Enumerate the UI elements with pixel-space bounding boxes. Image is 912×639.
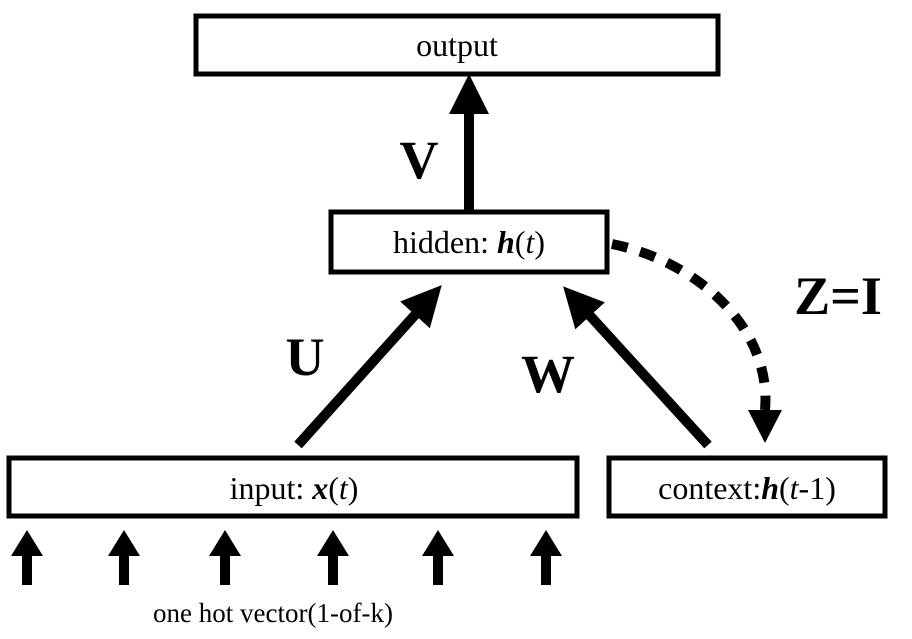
input-prefix: input: xyxy=(230,470,313,506)
hidden-var: h xyxy=(497,224,515,260)
input-close-paren: ) xyxy=(348,470,359,506)
one-hot-arrow-4 xyxy=(317,530,349,585)
edge-u-label: U xyxy=(286,327,325,387)
hidden-box xyxy=(328,209,610,275)
hidden-prefix: hidden: xyxy=(393,224,497,260)
context-node: context:h(t-1) xyxy=(606,455,888,519)
context-arg: t xyxy=(790,470,800,506)
input-label: input: x(t) xyxy=(230,470,359,506)
input-open-paren: ( xyxy=(328,470,339,506)
input-node: input: x(t) xyxy=(6,455,580,519)
input-box xyxy=(6,455,580,519)
context-box xyxy=(606,455,888,519)
input-var: x xyxy=(311,470,328,506)
one-hot-arrow-3 xyxy=(209,530,241,585)
hidden-node: hidden: h(t) xyxy=(328,209,610,275)
output-box xyxy=(193,13,721,77)
output-node: output xyxy=(193,13,721,77)
one-hot-arrow-6 xyxy=(530,530,562,585)
hidden-close-paren: ) xyxy=(534,224,545,260)
output-label: output xyxy=(416,27,498,63)
edge-w-arrow xyxy=(563,286,712,449)
context-prefix: context: xyxy=(658,470,761,506)
edge-w-label: W xyxy=(521,344,575,404)
one-hot-arrow-2 xyxy=(108,530,140,585)
context-close-paren: ) xyxy=(825,470,836,506)
edge-u-arrow xyxy=(294,285,442,449)
one-hot-arrow-1 xyxy=(11,530,43,585)
edge-z-label: Z=I xyxy=(794,266,882,326)
edge-v-label: V xyxy=(400,130,439,190)
context-open-paren: ( xyxy=(779,470,790,506)
hidden-arg: t xyxy=(525,224,535,260)
one-hot-caption: one hot vector(1-of-k) xyxy=(153,598,393,628)
one-hot-arrows xyxy=(11,530,562,585)
input-arg: t xyxy=(339,470,349,506)
one-hot-arrow-5 xyxy=(422,530,454,585)
edge-z-arrowhead xyxy=(748,410,782,443)
edge-z-arrow xyxy=(610,239,771,411)
hidden-open-paren: ( xyxy=(515,224,526,260)
context-label: context:h(t-1) xyxy=(658,470,836,506)
hidden-label: hidden: h(t) xyxy=(393,224,545,260)
context-var: h xyxy=(761,470,779,506)
context-suffix: -1 xyxy=(799,470,826,506)
